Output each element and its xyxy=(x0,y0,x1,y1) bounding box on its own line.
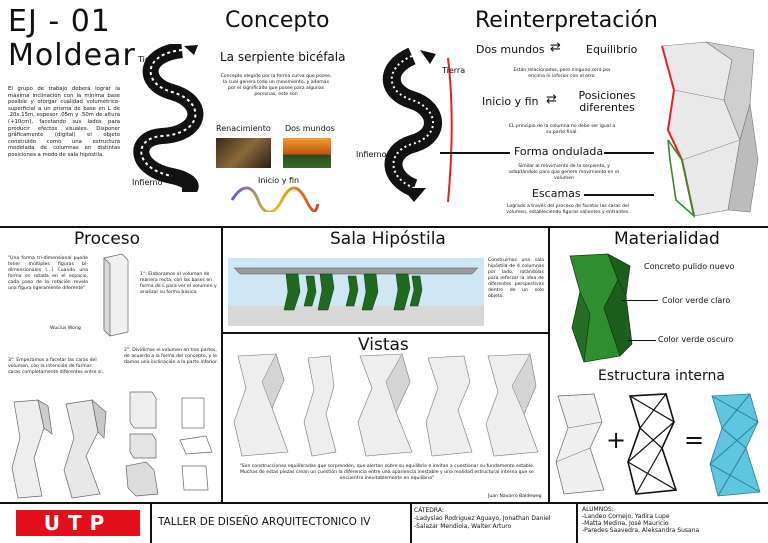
concreto-label: Concreto pulido nuevo xyxy=(644,262,735,271)
sala-text: Construimos una sala hipóstila de 4 colu… xyxy=(488,258,544,299)
internal-structure-model xyxy=(626,393,678,495)
footer-divider-2 xyxy=(410,504,412,543)
green-column-render xyxy=(569,253,633,363)
catedra-1: -Ladyslao Rodriguez Aguayo, Jonathan Dan… xyxy=(414,515,551,522)
reinterpretacion-title: Reinterpretación xyxy=(475,8,658,33)
step2-column-model xyxy=(125,391,159,497)
inicio-fin-heading: Inicio y fin xyxy=(482,95,539,108)
proceso-quote: "Una forma tri-dimensional puede tener m… xyxy=(8,256,88,291)
vistas-author: Juan Navarro Baldeweg xyxy=(488,494,542,499)
dos-mundos-label: Dos mundos xyxy=(285,124,335,133)
reint-infierno-label: Infierno xyxy=(356,150,387,159)
vistas-title: Vistas xyxy=(358,335,409,355)
step1-column-model xyxy=(103,253,129,337)
intro-text: El grupo de trabajo deberá lograr la máx… xyxy=(8,86,120,158)
catedra-2: -Salazar Mendiola, Walter Arturo xyxy=(414,523,512,530)
reinterpreted-serpent-illustration xyxy=(382,48,453,203)
divider-right xyxy=(548,226,550,502)
forma-heading: Forma ondulada xyxy=(514,145,604,158)
proceso-title: Proceso xyxy=(74,229,141,249)
reint-text-3: Similar al movimiento de la serpiente, y… xyxy=(509,164,619,181)
exercise-code: EJ - 01 xyxy=(8,4,111,39)
utp-logo: UTP xyxy=(16,510,140,536)
column-views xyxy=(233,353,539,457)
solid-column-model xyxy=(555,393,605,495)
concepto-title: Concepto xyxy=(225,8,330,33)
utp-logo-text: UTP xyxy=(43,511,113,535)
concepto-text: Concepto elegido por la forma curva que … xyxy=(220,74,332,97)
reint-tierra-label: Tierra xyxy=(442,66,466,75)
concepto-subtitle: La serpiente bicéfala xyxy=(220,50,346,64)
step3-faceted-models xyxy=(11,399,107,499)
hypostyle-hall-render xyxy=(228,258,484,326)
catedra-label: CÁTEDRA: xyxy=(414,507,444,514)
verde-oscuro-arrow xyxy=(628,340,656,342)
footer-divider-1 xyxy=(150,504,152,543)
forma-arrow-left xyxy=(440,152,510,154)
forma-arrow-right xyxy=(604,152,654,154)
step2-plan-diagrams xyxy=(179,397,213,491)
escamas-arrow xyxy=(584,194,654,196)
course-name: TALLER DE DISEÑO ARQUITECTONICO IV xyxy=(158,516,371,528)
dos-mundos-heading: Dos mundos xyxy=(476,43,545,56)
materialidad-title: Materialidad xyxy=(614,229,720,249)
alumno-3: -Paredes Saavedra, Aleksandra Susana xyxy=(582,527,700,534)
plus-sign: + xyxy=(606,426,627,454)
column-render-top xyxy=(661,41,759,218)
divider-footer xyxy=(0,502,768,504)
reint-text-4: Logrado a través del proceso de facetar … xyxy=(506,204,630,215)
inicio-fin-label: Inicio y fin xyxy=(258,176,300,185)
verde-claro-label: Color verde claro xyxy=(662,296,731,305)
alumno-2: -Matta Medina, José Mauricio xyxy=(582,520,669,527)
swap-arrows-icon: ⇄ xyxy=(550,40,561,55)
verde-oscuro-label: Color verde oscuro xyxy=(658,335,734,344)
serpent-illustration xyxy=(133,44,204,192)
exercise-name: Moldear xyxy=(8,38,136,73)
divider-top xyxy=(0,226,768,228)
alumno-1: -Landeo Cornejo, Yadira Lupe xyxy=(582,513,670,520)
dos-mundos-image xyxy=(283,138,331,168)
combined-column-model xyxy=(709,393,761,497)
concepto-infierno-label: Infierno xyxy=(132,178,163,187)
proceso-quote-author: Wucius Wong xyxy=(50,326,81,331)
reint-text-2: EL principio de la columna no debe ser i… xyxy=(508,124,616,135)
sala-title: Sala Hipóstila xyxy=(330,229,446,249)
reint-text-1: Están relacionados, pero ninguno será po… xyxy=(513,68,611,79)
swap-arrows-icon-2: ⇄ xyxy=(546,92,557,107)
footer-divider-3 xyxy=(576,504,578,543)
proceso-step3: 3°: Empezamos a facetar las caras del vo… xyxy=(8,358,104,375)
verde-claro-arrow xyxy=(622,300,658,302)
escamas-heading: Escamas xyxy=(532,187,581,200)
estructura-title: Estructura interna xyxy=(598,368,725,384)
divider-left xyxy=(221,226,223,502)
inicio-fin-wave-icon xyxy=(230,186,320,212)
proceso-step1: 1°: Elaboramos el volumen de manera rect… xyxy=(140,272,217,295)
alumnos-label: ALUMNOS: xyxy=(582,506,614,513)
renacimiento-label: Renacimiento xyxy=(216,124,271,133)
proceso-step2: 2°: Dividimos el volumen en tres partes,… xyxy=(124,348,219,365)
posiciones-heading: Posiciones diferentes xyxy=(578,89,636,114)
equals-sign: = xyxy=(684,426,705,454)
renacimiento-image xyxy=(216,138,271,168)
vistas-quote: "Son construcciones equilibradas que sor… xyxy=(239,464,535,481)
equilibrio-heading: Equilibrio xyxy=(586,43,638,56)
divider-mid xyxy=(221,332,550,334)
